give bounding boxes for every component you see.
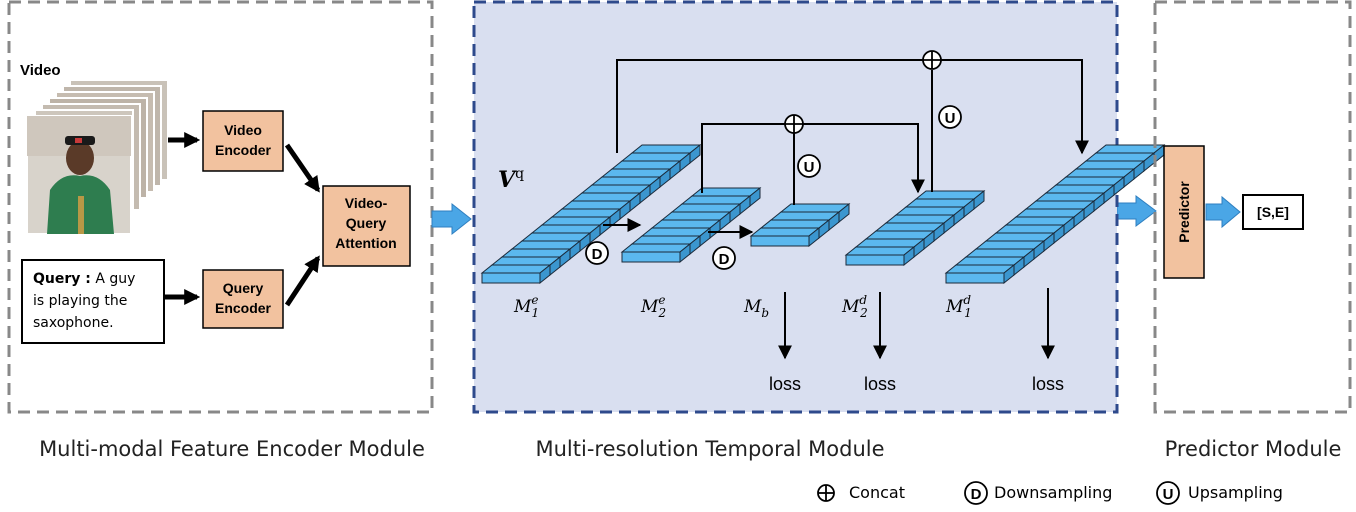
- attention-box: [322, 185, 411, 267]
- attention-line3: Attention: [335, 235, 396, 251]
- loss-label-m1d: loss: [1032, 374, 1064, 394]
- video-encoder-box: [202, 110, 284, 172]
- video-frames: [26, 79, 169, 235]
- skip-connection-inner: [701, 123, 925, 194]
- concat-op-outer: [922, 50, 942, 70]
- flow-arrow-temporal-to-predictor: [1116, 195, 1157, 227]
- query-line-1: A guy: [91, 271, 136, 287]
- feature-map-m2d: [844, 189, 986, 267]
- vq-label: Vq: [498, 166, 524, 193]
- attention-line2: Query: [346, 215, 387, 231]
- query-encoder-box: [202, 269, 284, 329]
- vq-base: V: [498, 167, 517, 193]
- svg-text:D: D: [592, 246, 603, 263]
- caption-temporal-module: Multi-resolution Temporal Module: [535, 437, 884, 461]
- caption-encoder-module: Multi-modal Feature Encoder Module: [39, 437, 425, 461]
- attention-line1: Video-: [345, 195, 388, 211]
- loss-label-m2d: loss: [864, 374, 896, 394]
- map-label-mb: Mb: [743, 297, 769, 320]
- feature-map-mb: [749, 202, 851, 248]
- query-encoder-line2: Encoder: [215, 300, 272, 316]
- legend: Concat D Downsampling U Upsampling: [817, 481, 1283, 505]
- svg-text:D: D: [971, 486, 982, 503]
- query-text: Query : A guy is playing the saxophone.: [33, 271, 140, 331]
- svg-text:D: D: [719, 251, 730, 268]
- concat-op-inner: [784, 114, 804, 134]
- flow-arrow-predictor-to-output: [1205, 195, 1241, 229]
- video-frame-front: [26, 115, 132, 235]
- loss-label-mb: loss: [769, 374, 801, 394]
- legend-down-label: Downsampling: [994, 483, 1112, 502]
- upsample-op-outer: U: [938, 105, 962, 129]
- video-encoder-line1: Video: [224, 122, 262, 138]
- query-enc-to-attention-arrow: [284, 255, 321, 307]
- feature-map-m2e: [620, 186, 762, 264]
- predictor-module-panel: [1153, 0, 1352, 414]
- caption-predictor-module: Predictor Module: [1165, 437, 1342, 461]
- video-label: Video: [20, 62, 61, 79]
- query-line-2: is playing the: [33, 293, 127, 309]
- query-title: Query :: [33, 271, 91, 287]
- feature-map-m1d: [944, 143, 1166, 285]
- video-enc-to-attention-arrow: [284, 143, 321, 193]
- downsample-op-2: D: [712, 246, 736, 270]
- query-box: [21, 259, 165, 344]
- encoder-module-panel: [7, 0, 434, 414]
- svg-text:U: U: [804, 159, 815, 176]
- svg-text:U: U: [1163, 486, 1174, 503]
- legend-down-icon: D: [964, 481, 988, 505]
- legend-concat-icon: [817, 484, 835, 502]
- predictor-label: Predictor: [1176, 181, 1192, 243]
- output-box: [1242, 194, 1304, 230]
- flow-arrow-encoder-to-temporal: [431, 202, 472, 236]
- downsample-op-1: D: [585, 241, 609, 265]
- upsample-op-inner: U: [797, 154, 821, 178]
- legend-up-icon: U: [1156, 481, 1180, 505]
- query-encoder-line1: Query: [223, 280, 264, 296]
- feature-map-m1e: [480, 143, 702, 285]
- predictor-box: [1163, 145, 1205, 279]
- output-label: [S,E]: [1257, 204, 1289, 220]
- vq-sup: q: [515, 166, 524, 182]
- skip-connection-outer: [616, 59, 1089, 155]
- legend-up-label: Upsampling: [1188, 483, 1283, 502]
- legend-concat-label: Concat: [849, 483, 905, 502]
- query-line-3: saxophone.: [33, 315, 114, 331]
- svg-text:U: U: [945, 110, 956, 127]
- video-encoder-line2: Encoder: [215, 142, 272, 158]
